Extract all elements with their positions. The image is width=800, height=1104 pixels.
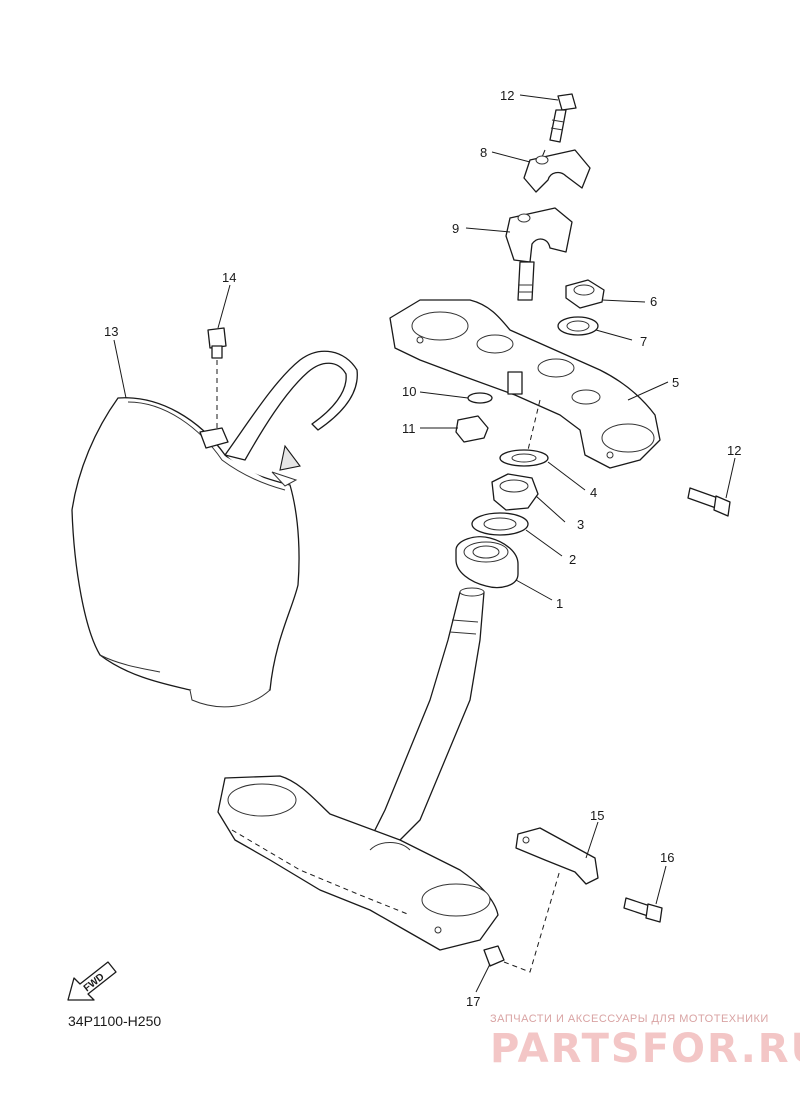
callout-7: 7: [640, 334, 647, 349]
handlebar-clamp-upper: [523, 149, 591, 193]
callout-12-right: 12: [727, 443, 741, 458]
callout-labels: 12 8 9 6 7 5 10 11 12 4 3 2 1 13 14 15 1…: [104, 88, 741, 1009]
seal-2: [471, 512, 529, 536]
fwd-arrow-icon: FWD: [67, 961, 117, 1001]
callout-6: 6: [650, 294, 657, 309]
washer-4: [499, 449, 549, 467]
callout-13: 13: [104, 324, 118, 339]
callout-9: 9: [452, 221, 459, 236]
callout-8: 8: [480, 145, 487, 160]
washer-7: [557, 316, 599, 336]
callout-1: 1: [556, 596, 563, 611]
callout-12-top: 12: [500, 88, 514, 103]
callout-4: 4: [590, 485, 597, 500]
callout-5: 5: [672, 375, 679, 390]
bolt-12-right: [687, 487, 731, 517]
bolt-14: [207, 327, 227, 432]
watermark-tagline: ЗАПЧАСТИ И АКСЕССУАРЫ ДЛЯ МОТОТЕХНИКИ: [490, 1013, 769, 1025]
callout-14: 14: [222, 270, 236, 285]
handlebar-holder: [505, 207, 573, 301]
bolt-12-top: [539, 93, 577, 163]
steering-stem: [371, 587, 485, 841]
watermark-brand: PARTSFOR.RU: [490, 1026, 800, 1072]
bracket-15: [515, 827, 599, 885]
callout-2: 2: [569, 552, 576, 567]
washer-10: [467, 392, 493, 404]
nut-11: [455, 415, 489, 443]
nut-6: [565, 279, 605, 309]
lower-bracket: [217, 775, 499, 951]
bearing-1: [455, 536, 519, 589]
callout-11: 11: [402, 421, 416, 436]
callout-10: 10: [402, 384, 416, 399]
leader-lines: [113, 94, 736, 993]
diagram-code: 34P1100-H250: [68, 1013, 161, 1029]
callout-17: 17: [466, 994, 480, 1009]
callout-16: 16: [660, 850, 674, 865]
callout-15: 15: [590, 808, 604, 823]
callout-3: 3: [577, 517, 584, 532]
watermark: ЗАПЧАСТИ И АКСЕССУАРЫ ДЛЯ МОТОТЕХНИКИ PA…: [490, 1013, 800, 1072]
upper-bracket: [389, 299, 661, 469]
number-plate: [71, 350, 358, 708]
bolt-16: [623, 897, 663, 923]
ring-nut-3: [491, 473, 539, 511]
collar-17: [483, 869, 561, 973]
